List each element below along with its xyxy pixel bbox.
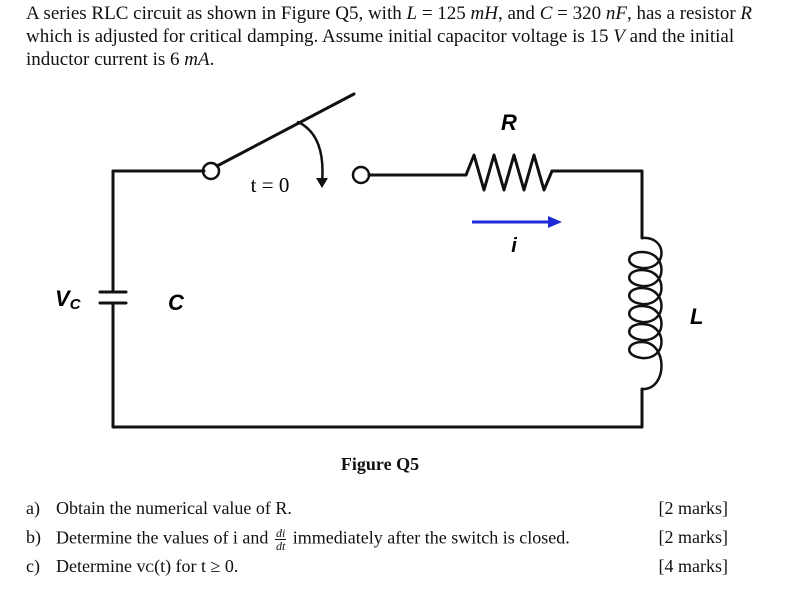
resistor-symbol: R bbox=[740, 3, 753, 24]
wire-resistor-inductor bbox=[550, 169, 644, 240]
inductance-unit: mH bbox=[470, 3, 498, 24]
capacitance-unit: nF bbox=[605, 3, 627, 24]
question-text-after: immediately after the switch is closed. bbox=[288, 527, 570, 548]
capacitor-voltage-sub: C bbox=[70, 296, 82, 313]
current-arrow bbox=[472, 216, 562, 228]
switch-blade bbox=[215, 92, 356, 168]
question-text-before: Determine the values of i and bbox=[56, 527, 273, 548]
intro-text-3: , has a resistor bbox=[626, 3, 741, 24]
switch-action-arc bbox=[296, 120, 324, 185]
fraction-numerator: di bbox=[274, 526, 287, 540]
switch-terminal-right bbox=[351, 165, 371, 185]
question-a: a) Obtain the numerical value of R. [2 m… bbox=[26, 498, 728, 522]
capacitor-voltage-label: VC bbox=[55, 286, 82, 313]
question-marks: [2 marks] bbox=[658, 527, 728, 547]
voltage-unit: V bbox=[613, 26, 625, 47]
current-label: i bbox=[511, 235, 517, 257]
capacitor-label: C bbox=[168, 290, 185, 315]
question-letter: a) bbox=[26, 498, 40, 518]
capacitance-symbol: C bbox=[539, 3, 553, 24]
fraction-denominator: dt bbox=[275, 539, 286, 553]
problem-statement: A series RLC circuit as shown in Figure … bbox=[26, 2, 786, 71]
question-marks: [2 marks] bbox=[658, 498, 728, 518]
question-marks: [4 marks] bbox=[658, 556, 728, 576]
wire-left-top bbox=[111, 169, 206, 294]
inductance-symbol: L bbox=[406, 3, 418, 24]
question-text: Determine vᴄ(t) for t ≥ 0. bbox=[56, 556, 239, 576]
intro-text-6: . bbox=[209, 49, 215, 70]
capacitor-voltage-V: V bbox=[55, 286, 72, 311]
capacitance-value: = 320 bbox=[552, 3, 606, 24]
question-c: c) Determine vᴄ(t) for t ≥ 0. [4 marks] bbox=[26, 556, 728, 580]
wire-bottom bbox=[111, 301, 644, 429]
rlc-circuit-diagram: R t = 0 i VC C L bbox=[55, 92, 703, 429]
current-unit: mA bbox=[184, 49, 210, 70]
inductor-label: L bbox=[690, 304, 703, 329]
resistor bbox=[464, 153, 554, 192]
intro-text-1: A series RLC circuit as shown in Figure … bbox=[26, 3, 407, 24]
intro-text-2: , and bbox=[498, 3, 540, 24]
question-text: Obtain the numerical value of R. bbox=[56, 498, 292, 518]
resistor-label: R bbox=[501, 110, 517, 135]
switch-arrowhead bbox=[316, 178, 328, 188]
switch-terminal-left bbox=[201, 161, 221, 181]
figure-caption: Figure Q5 bbox=[340, 454, 420, 474]
intro-text-4: which is adjusted for critical damping. … bbox=[26, 26, 614, 47]
inductor bbox=[628, 236, 663, 391]
inductance-value: = 125 bbox=[417, 3, 471, 24]
question-letter: b) bbox=[26, 527, 41, 547]
intro-text-5: and the initial inductor current is 6 bbox=[26, 26, 735, 70]
switch-time-label: t = 0 bbox=[251, 173, 290, 197]
question-letter: c) bbox=[26, 556, 40, 576]
